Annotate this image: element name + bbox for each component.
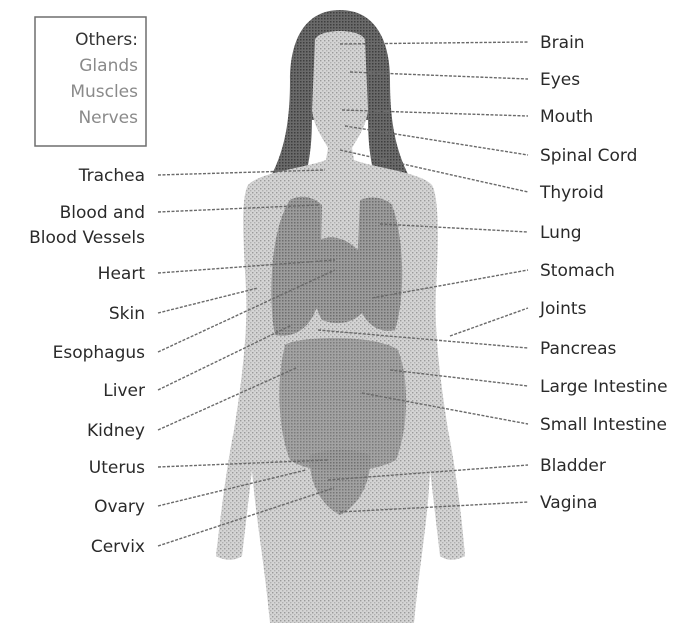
label-mouth: Mouth: [540, 107, 593, 127]
label-skin: Skin: [109, 304, 145, 324]
label-large-intestine: Large Intestine: [540, 377, 668, 397]
label-kidney: Kidney: [87, 421, 145, 441]
leader-skin: [158, 288, 258, 313]
label-small-intestine: Small Intestine: [540, 415, 667, 435]
legend-box-title: Others:: [75, 30, 138, 50]
left-labels: Trachea Blood and Blood Vessels Heart Sk…: [29, 166, 145, 557]
legend-item-muscles: Muscles: [70, 82, 138, 102]
label-cervix: Cervix: [91, 537, 145, 557]
others-legend-box: Others: Glands Muscles Nerves: [35, 17, 146, 146]
label-pancreas: Pancreas: [540, 339, 617, 359]
body-silhouette: [216, 31, 465, 623]
label-joints: Joints: [539, 299, 587, 319]
label-spinal-cord: Spinal Cord: [540, 146, 637, 166]
label-bladder: Bladder: [540, 456, 606, 476]
right-labels: Brain Eyes Mouth Spinal Cord Thyroid Lun…: [539, 33, 668, 513]
label-esophagus: Esophagus: [53, 343, 146, 363]
human-body-figure: [216, 10, 465, 623]
label-lung: Lung: [540, 223, 582, 243]
legend-item-nerves: Nerves: [78, 108, 138, 128]
label-trachea: Trachea: [78, 166, 145, 186]
label-eyes: Eyes: [540, 70, 580, 90]
leader-joints: [450, 308, 528, 336]
label-thyroid: Thyroid: [539, 183, 604, 203]
label-uterus: Uterus: [89, 458, 145, 478]
legend-item-glands: Glands: [79, 56, 138, 76]
label-vagina: Vagina: [540, 493, 597, 513]
label-liver: Liver: [103, 381, 145, 401]
label-stomach: Stomach: [540, 261, 615, 281]
label-brain: Brain: [540, 33, 585, 53]
label-blood-vessels: Blood Vessels: [29, 228, 145, 248]
label-heart: Heart: [98, 264, 146, 284]
label-blood-and: Blood and: [60, 203, 145, 223]
label-ovary: Ovary: [94, 497, 145, 517]
